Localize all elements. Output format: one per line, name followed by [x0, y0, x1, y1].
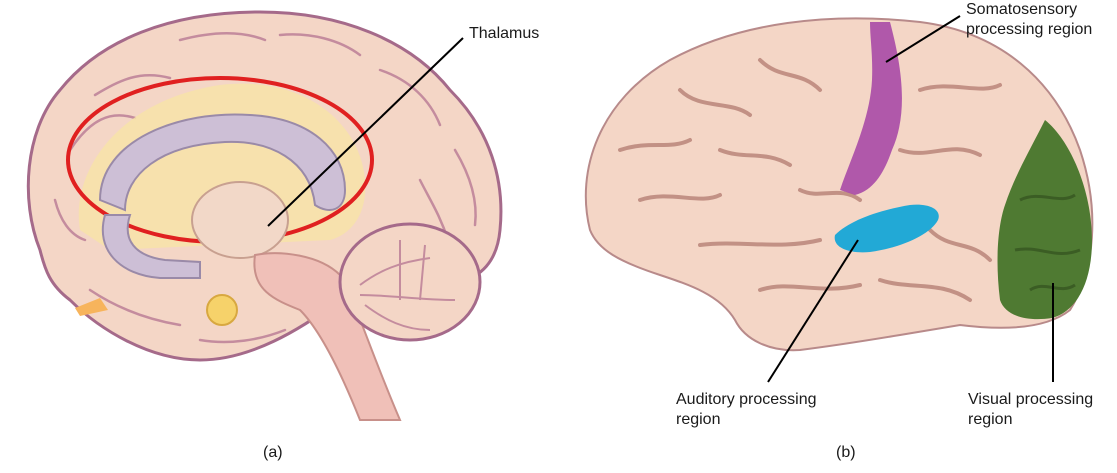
somatosensory-label-line1: Somatosensory [966, 1, 1078, 18]
cerebellum [338, 222, 482, 342]
sagittal-brain [26, 10, 503, 421]
lateral-sulci [618, 58, 1002, 302]
auditory-label-line1: Auditory processing [676, 391, 817, 408]
somatosensory-leader-line [885, 15, 961, 63]
somatosensory-label-line2: processing region [966, 21, 1093, 38]
auditory-region [834, 204, 939, 253]
brainstem [253, 252, 402, 421]
olfactory-bulb [75, 298, 108, 316]
caption-a: (a) [263, 444, 283, 461]
visual-label-line2: region [968, 411, 1013, 428]
thalamus-label: Thalamus [469, 25, 540, 42]
somatosensory-region [840, 22, 902, 195]
thalamus-leader-line [267, 37, 464, 227]
auditory-label-line2: region [676, 411, 721, 428]
corpus-callosum [98, 113, 347, 212]
arbor-vitae [359, 240, 456, 331]
lateral-brain [584, 17, 1094, 352]
auditory-leader-line [767, 239, 859, 383]
visual-region [997, 120, 1092, 320]
pituitary [206, 294, 238, 326]
caption-b: (b) [836, 444, 856, 461]
thalamus [191, 181, 289, 259]
visual-label-line1: Visual processing [968, 391, 1094, 408]
ventricle-ring [101, 214, 201, 279]
